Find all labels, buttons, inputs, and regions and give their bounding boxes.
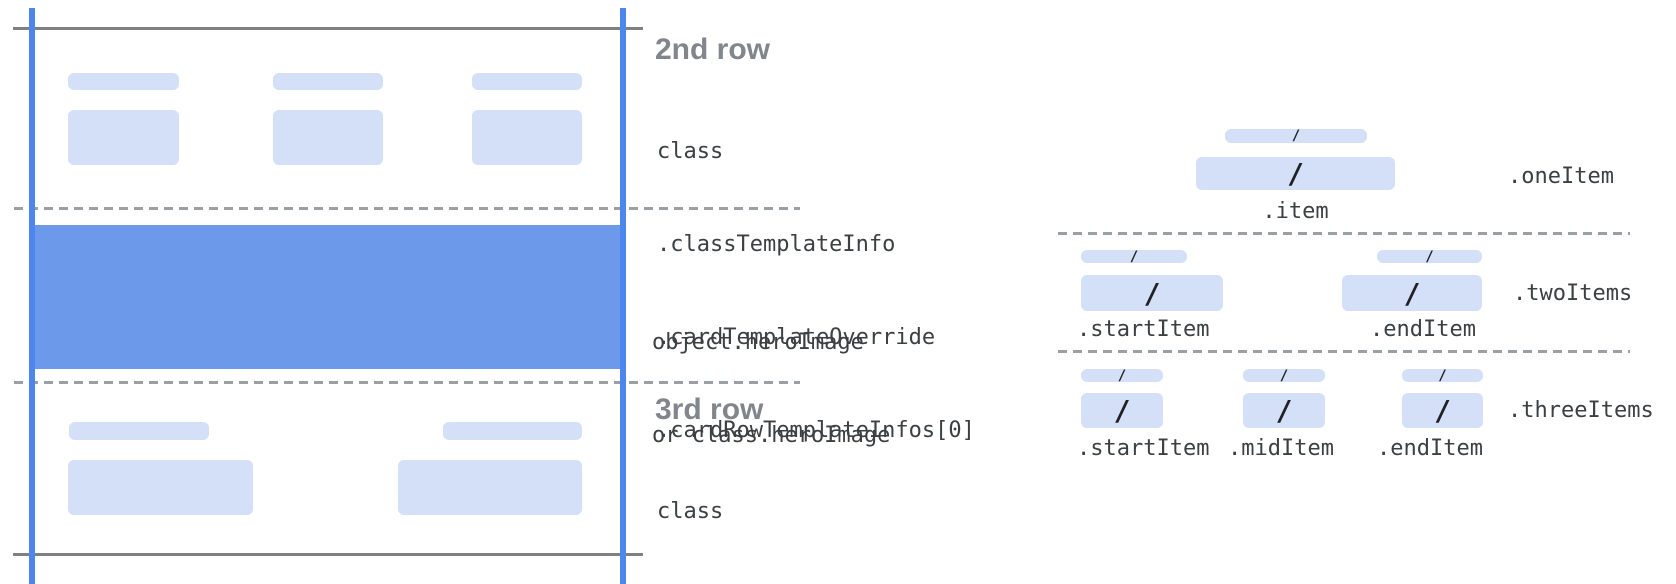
three-items-mid-value-placeholder: / (1243, 393, 1325, 428)
three-items-label: .threeItems (1508, 398, 1654, 423)
three-items-start-label-placeholder: / (1081, 367, 1163, 384)
row2-hero-divider-dashed-line (14, 207, 800, 210)
slash-icon: / (1438, 367, 1447, 384)
hero-code-block: object.heroImage or class.heroImage (652, 265, 890, 513)
row2-col2-value-placeholder (273, 110, 383, 165)
code-line: .cardTemplateOverride (657, 325, 936, 350)
row3-heading: 3rd row (655, 393, 764, 426)
row3-end-label-placeholder (443, 422, 582, 440)
row2-col1-label-placeholder (68, 73, 179, 90)
slash-icon: / (1143, 276, 1161, 310)
three-items-start-value-placeholder: / (1081, 393, 1163, 428)
end-item-label: .endItem (1377, 436, 1483, 461)
row2-heading: 2nd row (655, 33, 771, 66)
card-right-edge-line (620, 8, 626, 584)
slash-icon: / (1434, 394, 1451, 427)
three-items-mid-label-placeholder: / (1243, 367, 1325, 384)
slash-icon: / (1117, 367, 1127, 384)
card-left-edge-line (29, 8, 35, 584)
row2-code-block: class .classTemplateInfo .cardTemplateOv… (657, 74, 975, 508)
end-item-label: .endItem (1370, 317, 1476, 342)
code-line: or class.heroImage (652, 423, 891, 448)
two-items-end-value-placeholder: / (1342, 275, 1482, 311)
start-item-label: .startItem (1077, 436, 1210, 461)
mid-item-label: .midItem (1228, 436, 1334, 461)
two-items-start-value-placeholder: / (1081, 275, 1223, 311)
slash-icon: / (1279, 367, 1289, 384)
start-item-label: .startItem (1077, 317, 1210, 342)
slash-icon: / (1129, 248, 1139, 265)
hero-row3-divider-dashed-line (14, 381, 800, 384)
slash-icon: / (1403, 276, 1421, 310)
code-line: object.heroImage (652, 330, 864, 355)
slash-icon: / (1291, 128, 1301, 144)
row3-end-value-placeholder (398, 460, 582, 515)
code-line: class (657, 499, 724, 524)
row2-col1-value-placeholder (68, 110, 179, 165)
card-bottom-border-line (13, 553, 643, 556)
three-items-end-label-placeholder: / (1402, 367, 1483, 384)
three-items-end-value-placeholder: / (1402, 393, 1483, 428)
one-item-label: .oneItem (1508, 164, 1614, 189)
row2-col2-label-placeholder (273, 73, 383, 90)
slash-icon: / (1425, 248, 1434, 265)
card-top-border-line (13, 27, 643, 30)
slash-icon: / (1287, 157, 1304, 190)
row3-start-label-placeholder (69, 422, 209, 440)
two-three-divider-dashed-line (1058, 350, 1630, 353)
one-item-value-placeholder: / (1196, 157, 1395, 190)
row2-col3-label-placeholder (472, 73, 582, 90)
two-items-end-label-placeholder: / (1377, 248, 1482, 265)
code-line: class (657, 139, 724, 164)
two-items-label: .twoItems (1513, 281, 1633, 306)
two-items-start-label-placeholder: / (1081, 248, 1187, 265)
code-line: .classTemplateInfo (657, 232, 896, 257)
hero-image-band (32, 225, 622, 369)
row3-start-value-placeholder (68, 460, 253, 515)
one-item-label-placeholder: / (1225, 128, 1367, 144)
row3-code-block: class .classTemplateInfo .cardTemplateOv… (657, 434, 975, 584)
slash-icon: / (1275, 394, 1293, 427)
code-line: .cardRowTemplateInfos[0] (657, 418, 975, 443)
slash-icon: / (1113, 394, 1131, 427)
item-label: .item (1262, 199, 1329, 224)
one-two-divider-dashed-line (1058, 232, 1630, 235)
row2-col3-value-placeholder (472, 110, 582, 165)
